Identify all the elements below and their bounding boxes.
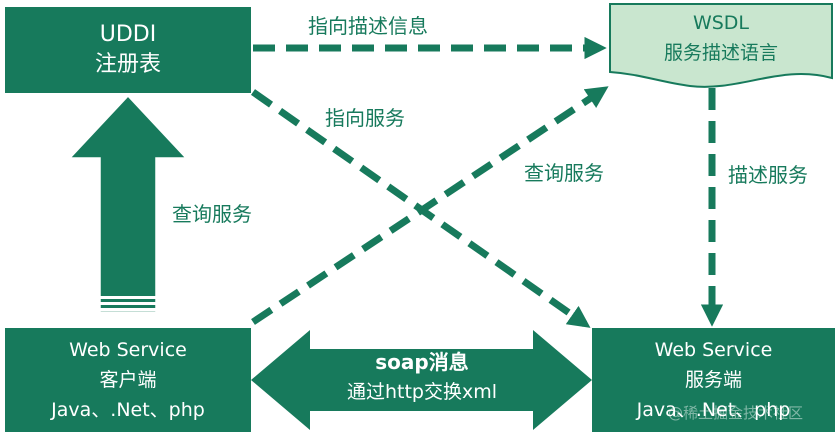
client-languages: Java、.Net、php [51,399,205,421]
client-title: Web Service [69,339,187,361]
server-languages: Java、.Net、php [636,399,791,421]
server-subtitle: 服务端 [684,369,742,391]
arrow-client-to-wsdl [251,86,609,325]
soap-subtitle: 通过http交换xml [346,381,498,403]
arrow-client-to-uddi [68,94,188,313]
wsdl-document-text: WSDL 服务描述语言 [610,8,832,68]
soap-message-label: soap消息 通过http交换xml [282,347,562,407]
label-client-to-uddi: 查询服务 [172,202,252,226]
web-service-client-box: Web Service 客户端 Java、.Net、php [5,328,251,432]
wsdl-subtitle: 服务描述语言 [663,42,778,64]
soap-double-arrow [251,330,592,430]
soap-title: soap消息 [375,350,469,374]
label-uddi-to-server: 指向服务 [325,106,405,130]
label-client-to-wsdl: 查询服务 [524,161,604,185]
uddi-subtitle: 注册表 [94,52,161,77]
web-service-server-box: Web Service 服务端 Java、.Net、php [592,328,835,432]
uddi-registry-box: UDDI 注册表 [5,7,251,93]
wsdl-title: WSDL [692,12,750,34]
label-wsdl-to-server: 描述服务 [728,163,808,187]
uddi-title: UDDI [99,22,157,47]
server-title: Web Service [654,339,773,361]
watermark: @稀土掘金技术社区 [668,404,804,422]
wsdl-document-shape [609,3,833,88]
label-uddi-to-wsdl: 指向描述信息 [308,14,428,38]
client-subtitle: 客户端 [99,369,157,391]
